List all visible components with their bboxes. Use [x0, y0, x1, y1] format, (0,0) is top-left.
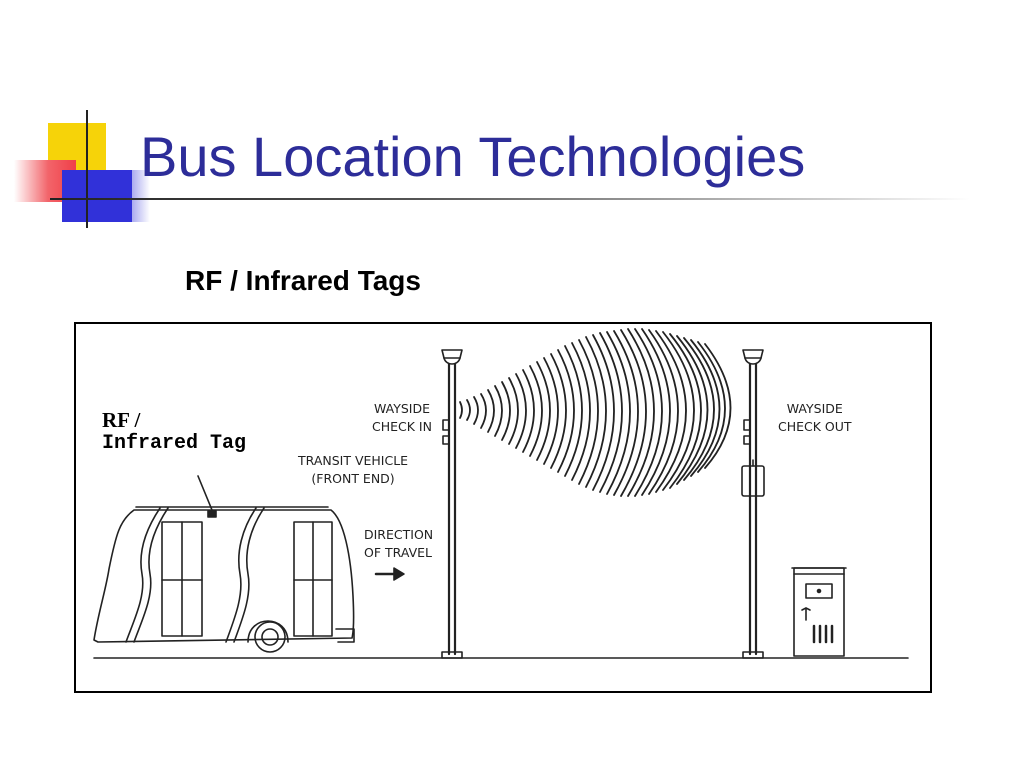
slide-title: Bus Location Technologies [140, 125, 806, 188]
wayside-checkin-label: WAYSIDE CHECK IN [372, 400, 432, 436]
bus-wheel-arch [247, 620, 289, 643]
rf-tag-label: RF / Infrared Tag [102, 408, 246, 456]
bus-bumper [335, 628, 355, 643]
direction-arrowhead [393, 567, 405, 581]
tag-pointer [197, 475, 213, 511]
transit-vehicle-label: TRANSIT VEHICLE (FRONT END) [298, 452, 408, 488]
vehicle-line1: TRANSIT VEHICLE [298, 453, 409, 468]
rf-tag-box [207, 510, 217, 518]
logo-blue-fade [110, 170, 150, 222]
checkout-line1: WAYSIDE [786, 401, 843, 416]
checkin-line1: WAYSIDE [373, 401, 430, 416]
checkout-reader-1 [743, 419, 751, 431]
checkin-line2: CHECK IN [372, 419, 432, 434]
bus-break-right [225, 507, 257, 643]
checkout-line2: CHECK OUT [778, 419, 852, 434]
checkout-sign-box [741, 465, 765, 497]
bus-break-left [125, 507, 161, 643]
direction-line1: DIRECTION [364, 527, 434, 542]
direction-of-travel-label: DIRECTION OF TRAVEL [364, 526, 433, 562]
wayside-checkout-label: WAYSIDE CHECK OUT [778, 400, 852, 436]
direction-line2: OF TRAVEL [364, 545, 432, 560]
checkin-pole-lamp [441, 349, 463, 359]
bus-body [93, 509, 355, 643]
rf-tag-label-line1: RF / [102, 408, 141, 432]
rf-tag-label-line2: Infrared Tag [102, 432, 247, 455]
logo-vertical-line [86, 110, 88, 228]
diagram-frame: RF / Infrared Tag WAYSIDE CHECK IN TRANS… [74, 322, 932, 693]
vehicle-line2: (FRONT END) [311, 471, 395, 486]
bus-break-left-2 [133, 507, 169, 643]
checkin-pole-base [441, 651, 463, 659]
checkout-pole-base [742, 651, 764, 659]
checkin-reader-1 [442, 419, 450, 431]
diagram-drawing [93, 328, 909, 659]
kiosk-body [793, 567, 845, 657]
checkout-pole-lamp [742, 349, 764, 359]
bus-break-right-2 [233, 507, 265, 643]
bus-wheel [254, 621, 286, 653]
kiosk-display [805, 583, 833, 599]
slide-subtitle: RF / Infrared Tags [185, 265, 421, 296]
title-underline [50, 198, 970, 200]
kiosk-vents [812, 624, 834, 644]
slide-logo [0, 0, 150, 240]
signal-arcs [459, 328, 732, 497]
